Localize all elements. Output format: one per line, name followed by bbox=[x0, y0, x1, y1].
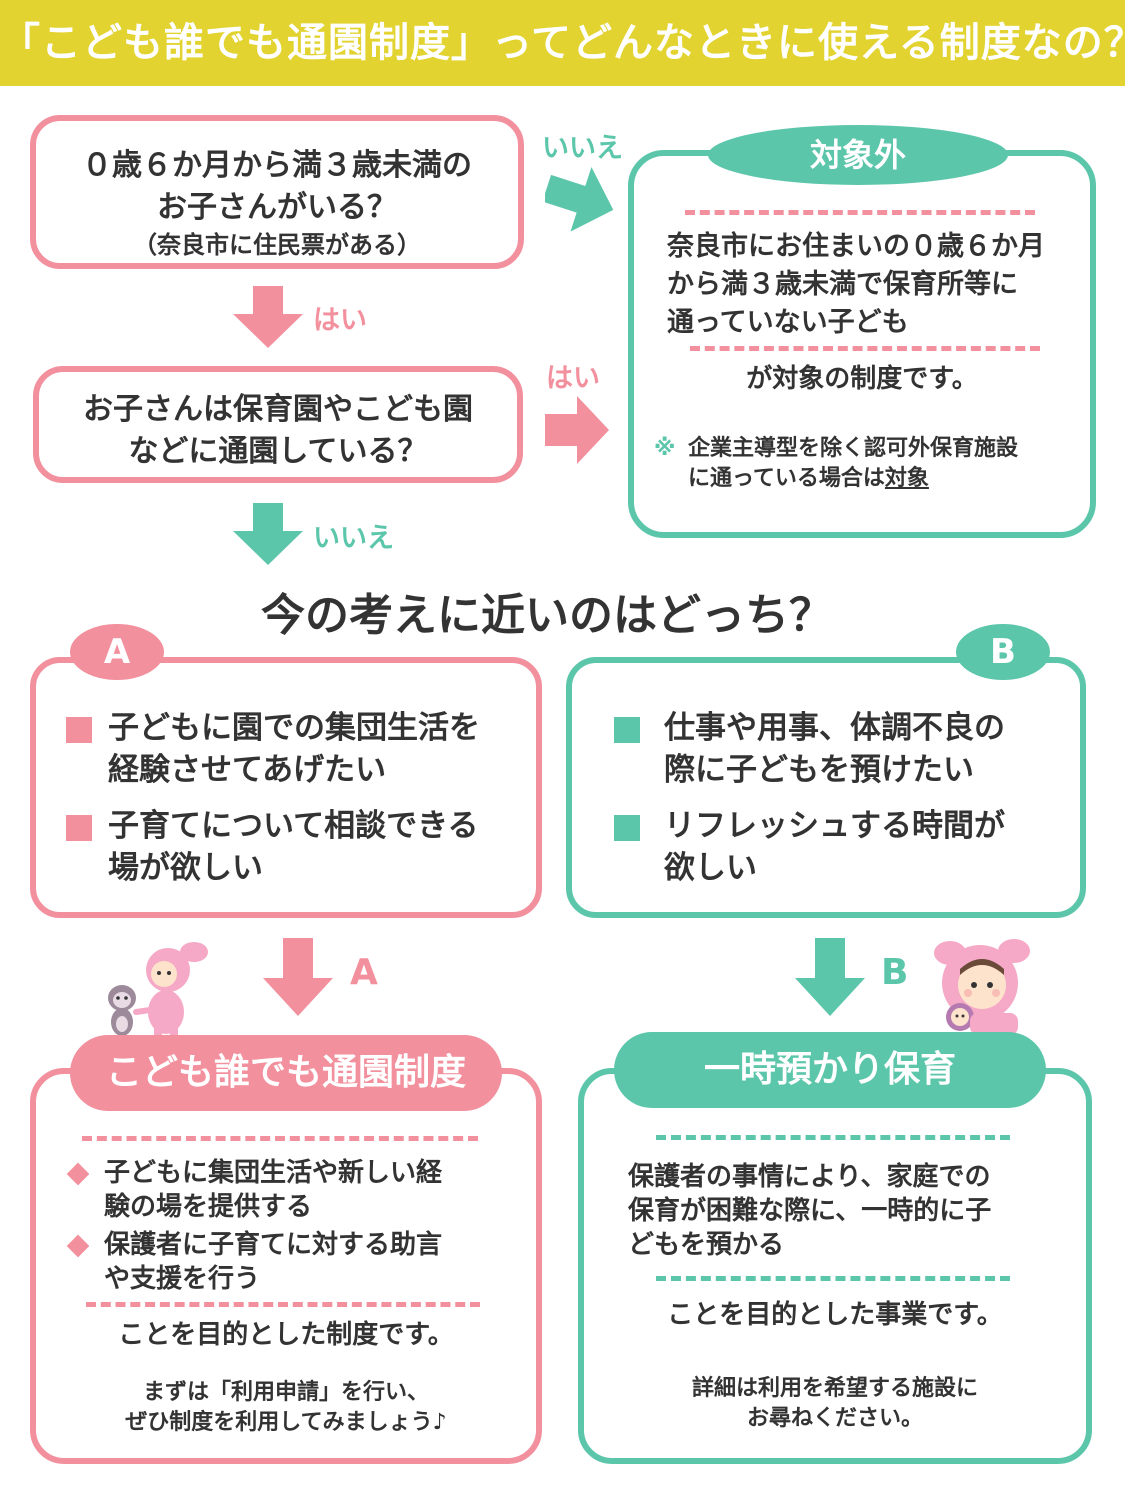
option-b-item: 仕事や用事、体調不良の 際に子どもを預けたい bbox=[614, 707, 1074, 791]
result-a-item: 保護者に子育てに対する助言 や支援を行う bbox=[66, 1228, 526, 1296]
option-b-item1-line2: 際に子どもを預けたい bbox=[664, 752, 974, 788]
option-b-item2-line1: リフレッシュする時間が bbox=[664, 808, 1005, 844]
arrow-right-green-icon bbox=[545, 166, 614, 232]
arrow-down-pink-a-icon bbox=[263, 938, 333, 1016]
excluded-suffix: が対象の制度です。 bbox=[746, 364, 978, 394]
option-b-box bbox=[566, 657, 1086, 918]
result-b-body: 保護者の事情により、家庭での 保育が困難な際に、一時的に子 どもを預かる bbox=[628, 1160, 1068, 1262]
header-bar bbox=[0, 0, 1125, 86]
arrow-down-pink-icon bbox=[233, 286, 303, 348]
result-b-dash-top bbox=[656, 1135, 1010, 1140]
result-b-note-line2: お尋ねください。 bbox=[746, 1406, 923, 1431]
q2-line2: などに通園している？ bbox=[128, 434, 428, 469]
result-a-box bbox=[30, 1068, 542, 1464]
result-a-note-line1: まずは「利用申請」を行い、 bbox=[142, 1380, 429, 1405]
q1-no-label: いいえ bbox=[542, 133, 623, 164]
choice-question: 今の考えに近いのはどっち？ bbox=[261, 590, 833, 641]
mother-and-baby-illustration bbox=[934, 939, 1030, 1035]
note-line1: 企業主導型を除く認可外保育施設 bbox=[688, 436, 1019, 461]
square-bullet-icon bbox=[614, 815, 640, 841]
question-box-age: ０歳６か月から満３歳未満の お子さんがいる？ （奈良市に住民票がある） bbox=[30, 115, 524, 269]
q1-yes-label: はい bbox=[313, 305, 367, 336]
monkey-and-child-illustration bbox=[108, 942, 208, 1038]
square-bullet-icon bbox=[614, 717, 640, 743]
result-b-line2: 保育が困難な際に、一時的に子 bbox=[628, 1196, 992, 1226]
note-mark: ※ bbox=[654, 436, 676, 461]
option-a-box bbox=[30, 657, 542, 918]
excluded-dash-top bbox=[685, 210, 1035, 215]
result-a-note: まずは「利用申請」を行い、 ぜひ制度を利用してみましょう♪ bbox=[30, 1378, 542, 1438]
result-a-note-line2: ぜひ制度を利用してみましょう♪ bbox=[125, 1410, 447, 1435]
note-line2-pre: に通っている場合は bbox=[688, 466, 885, 491]
q2-no-label: いいえ bbox=[313, 523, 394, 554]
excluded-line2: から満３歳未満で保育所等に bbox=[667, 269, 1018, 300]
arrow-down-green-b-icon bbox=[795, 938, 865, 1016]
arrow-b-label: B bbox=[881, 952, 909, 993]
result-b-note: 詳細は利用を希望する施設に お尋ねください。 bbox=[578, 1374, 1092, 1434]
option-a-item2-line1: 子育てについて相談できる bbox=[108, 808, 479, 844]
result-b-suffix: ことを目的とした事業です。 bbox=[667, 1300, 1003, 1330]
q2-line1: お子さんは保育園やこども園 bbox=[83, 392, 473, 427]
option-a-item1-line2: 経験させてあげたい bbox=[108, 752, 387, 788]
result-a-suffix: ことを目的とした制度です。 bbox=[118, 1320, 454, 1350]
square-bullet-icon bbox=[66, 815, 92, 841]
result-a-dash-bottom bbox=[86, 1302, 480, 1307]
arrow-a-label: A bbox=[350, 952, 378, 993]
option-a-items: 子どもに園での集団生活を 経験させてあげたい 子育てについて相談できる 場が欲し… bbox=[66, 707, 526, 889]
excluded-line3: 通っていない子ども bbox=[667, 307, 909, 338]
option-b-items: 仕事や用事、体調不良の 際に子どもを預けたい リフレッシュする時間が 欲しい bbox=[614, 707, 1074, 889]
option-b-item1-line1: 仕事や用事、体調不良の bbox=[664, 710, 1005, 746]
excluded-title: 対象外 bbox=[708, 125, 1008, 185]
option-a-badge: A bbox=[70, 624, 164, 680]
result-b-line3: どもを預かる bbox=[628, 1230, 785, 1260]
result-b-title: 一時預かり保育 bbox=[614, 1032, 1046, 1108]
result-a-item1-line2: 験の場を提供する bbox=[104, 1192, 313, 1222]
option-b-item: リフレッシュする時間が 欲しい bbox=[614, 805, 1074, 889]
excluded-target: 奈良市にお住まいの０歳６か月 から満３歳未満で保育所等に 通っていない子ども bbox=[667, 228, 1087, 342]
result-a-item2-line1: 保護者に子育てに対する助言 bbox=[104, 1230, 443, 1260]
note-line2-em: 対象 bbox=[884, 466, 929, 491]
excluded-line1: 奈良市にお住まいの０歳６か月 bbox=[667, 231, 1045, 262]
option-b-badge: B bbox=[956, 624, 1050, 680]
option-a-item1-line1: 子どもに園での集団生活を bbox=[108, 710, 480, 746]
question-box-enrollment: お子さんは保育園やこども園 などに通園している？ bbox=[33, 366, 523, 483]
result-b-dash-bottom bbox=[656, 1276, 1010, 1281]
result-a-item1-line1: 子どもに集団生活や新しい経 bbox=[104, 1158, 443, 1188]
excluded-note: ※ 企業主導型を除く認可外保育施設 に通っている場合は対象 bbox=[654, 434, 1084, 494]
option-a-item: 子育てについて相談できる 場が欲しい bbox=[66, 805, 526, 889]
result-a-item: 子どもに集団生活や新しい経 験の場を提供する bbox=[66, 1156, 526, 1224]
page-title: 「こども誰でも通園制度」ってどんなときに使える制度なの？ bbox=[0, 20, 1125, 66]
arrow-down-green-icon bbox=[233, 503, 303, 565]
diamond-bullet-icon bbox=[66, 1234, 90, 1258]
option-a-item: 子どもに園での集団生活を 経験させてあげたい bbox=[66, 707, 526, 791]
result-a-items: 子どもに集団生活や新しい経 験の場を提供する 保護者に子育てに対する助言 や支援… bbox=[66, 1156, 526, 1296]
excluded-dash-bottom bbox=[690, 346, 1040, 351]
option-b-item2-line2: 欲しい bbox=[664, 850, 757, 886]
diamond-bullet-icon bbox=[66, 1162, 90, 1186]
q1-line2: お子さんがいる？ bbox=[157, 190, 397, 225]
q2-yes-label: はい bbox=[546, 363, 600, 394]
result-a-dash-top bbox=[82, 1136, 478, 1141]
result-a-title: こども誰でも通園制度 bbox=[70, 1035, 502, 1111]
q1-line1: ０歳６か月から満３歳未満の bbox=[82, 148, 472, 183]
q1-sub: （奈良市に住民票がある） bbox=[133, 231, 421, 259]
result-a-item2-line2: や支援を行う bbox=[104, 1264, 261, 1294]
option-a-item2-line2: 場が欲しい bbox=[108, 850, 263, 886]
arrow-right-pink-icon bbox=[545, 396, 609, 464]
square-bullet-icon bbox=[66, 717, 92, 743]
result-b-line1: 保護者の事情により、家庭での bbox=[628, 1162, 991, 1192]
result-b-box bbox=[578, 1068, 1092, 1464]
result-b-note-line1: 詳細は利用を希望する施設に bbox=[691, 1376, 978, 1401]
